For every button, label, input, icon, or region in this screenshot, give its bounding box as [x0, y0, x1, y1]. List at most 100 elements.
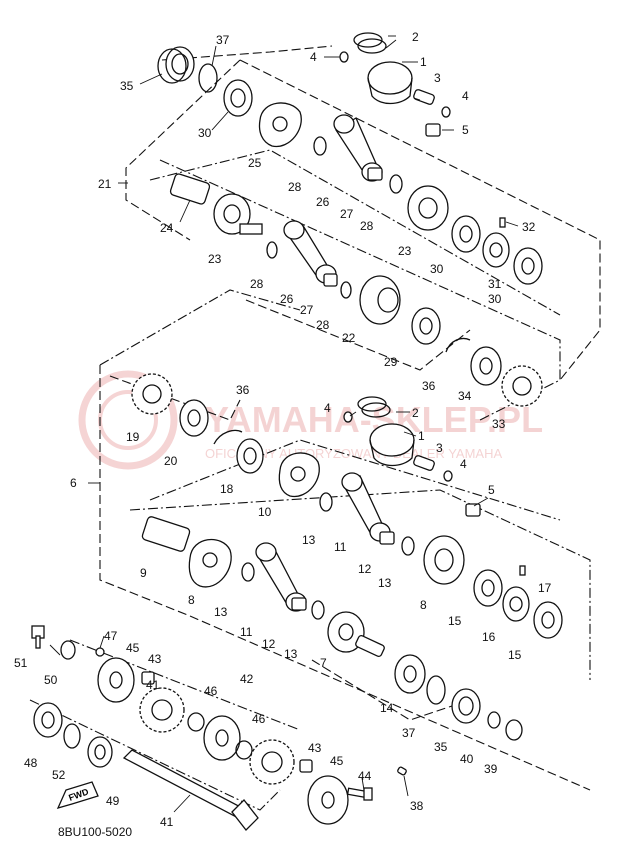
callout-29: 29 [384, 355, 398, 369]
clip-36-top [445, 337, 471, 353]
callout-27a: 27 [340, 207, 354, 221]
callout-26a: 26 [316, 195, 330, 209]
crank-web-10 [278, 452, 320, 497]
bearing-30-right-top [451, 215, 481, 253]
oring-46-upper [187, 712, 205, 732]
bearing-35 [157, 46, 195, 84]
lower-parts: FWD [31, 625, 407, 831]
crank-web-8-left [188, 538, 232, 588]
callout-4d: 4 [460, 457, 467, 471]
callout-9: 9 [140, 566, 147, 580]
callout-7: 7 [320, 656, 327, 670]
callout-24: 24 [160, 221, 174, 235]
plate-45-upper [97, 657, 135, 703]
callout-5: 5 [462, 123, 469, 137]
callout-13d: 13 [284, 647, 298, 661]
callout-42: 42 [240, 672, 254, 686]
needle-bearing-12-upper [379, 531, 395, 545]
callout-4: 4 [310, 50, 317, 64]
bolt-44 [346, 787, 373, 801]
callout-13a: 13 [302, 533, 316, 547]
callout-48: 48 [24, 756, 38, 770]
crank-end-7 [327, 611, 385, 658]
circlip-37-lower [426, 675, 446, 705]
callout-45a: 45 [126, 641, 140, 655]
pin-47 [95, 647, 105, 657]
middle-parts [131, 373, 563, 741]
crank-pin-9 [141, 516, 191, 552]
callout-4b: 4 [462, 89, 469, 103]
needle-bearing-27-top [367, 167, 383, 181]
callout-40: 40 [460, 752, 474, 766]
callout-28d: 28 [316, 318, 330, 332]
callout-14: 14 [380, 701, 394, 715]
pin-38 [397, 766, 407, 776]
callout-49: 49 [106, 794, 120, 808]
callout-12a: 12 [358, 562, 372, 576]
bearing-30-right-bottom [513, 247, 543, 285]
washer-13-upper-b [401, 536, 415, 556]
circlip-4-top-left [339, 51, 349, 63]
group-6-outline [29, 289, 591, 811]
callout-37b: 37 [402, 726, 416, 740]
oring-46-lower [235, 740, 253, 760]
crank-pin-24-top [169, 173, 211, 205]
washer-28-mid [266, 241, 278, 259]
fwd-arrow: FWD [56, 781, 99, 810]
callout-33: 33 [492, 417, 506, 431]
needle-bearing-5-mid [465, 503, 481, 517]
callout-30c: 30 [488, 292, 502, 306]
needle-bearing-27-mid [323, 273, 338, 287]
crank-web-23-left [213, 193, 263, 235]
pin-3-mid [413, 455, 435, 471]
callout-5b: 5 [488, 483, 495, 497]
callout-41a: 41 [146, 678, 160, 692]
plate-45-lower [307, 775, 349, 825]
washer-50 [60, 640, 76, 660]
piston-1-top [367, 61, 413, 105]
callout-13b: 13 [378, 576, 392, 590]
callout-8b: 8 [420, 598, 427, 612]
callout-23a: 23 [208, 252, 222, 266]
washer-28-top-b [389, 174, 403, 194]
piston-1-mid [369, 423, 415, 467]
key-17 [519, 565, 526, 576]
needle-bearing-5-top [425, 123, 441, 137]
callout-20: 20 [164, 454, 178, 468]
callout-36b: 36 [236, 383, 250, 397]
circlip-4-top-right [441, 106, 451, 118]
washer-28-mid-b [340, 281, 352, 299]
circlip-37 [198, 63, 218, 93]
washer-13-upper [319, 492, 333, 512]
callout-43b: 43 [308, 741, 322, 755]
washer-40 [487, 711, 501, 729]
gear-41 [139, 687, 185, 733]
callout-15a: 15 [448, 614, 462, 628]
bearing-34 [470, 346, 502, 386]
needle-bearing-12-lower [291, 597, 307, 611]
callout-19: 19 [126, 430, 140, 444]
crank-web-8-right [423, 535, 465, 585]
gear-31 [482, 232, 510, 268]
bearing-30-top [223, 79, 253, 117]
conrod-11-upper [341, 472, 391, 542]
callout-12b: 12 [262, 637, 276, 651]
leader-lines [49, 35, 519, 813]
bearing-35-lower [451, 688, 481, 724]
callout-18: 18 [220, 482, 234, 496]
callout-17: 17 [538, 581, 552, 595]
callout-6: 6 [70, 476, 77, 490]
callout-3: 3 [434, 71, 441, 85]
callout-4c: 4 [324, 401, 331, 415]
callout-3b: 3 [436, 441, 443, 455]
callout-27b: 27 [300, 303, 314, 317]
callout-50: 50 [44, 673, 58, 687]
crank-web-23-right [407, 185, 449, 231]
bearing-14 [394, 654, 426, 694]
callout-37: 37 [216, 33, 230, 47]
callout-36a: 36 [422, 379, 436, 393]
watermark-subtitle: OFICJALNY AUTORYZOWANY DEALER YAMAHA [205, 446, 502, 461]
callout-2: 2 [412, 30, 419, 44]
circlip-52 [63, 723, 81, 749]
bearing-43-lower [299, 759, 313, 773]
